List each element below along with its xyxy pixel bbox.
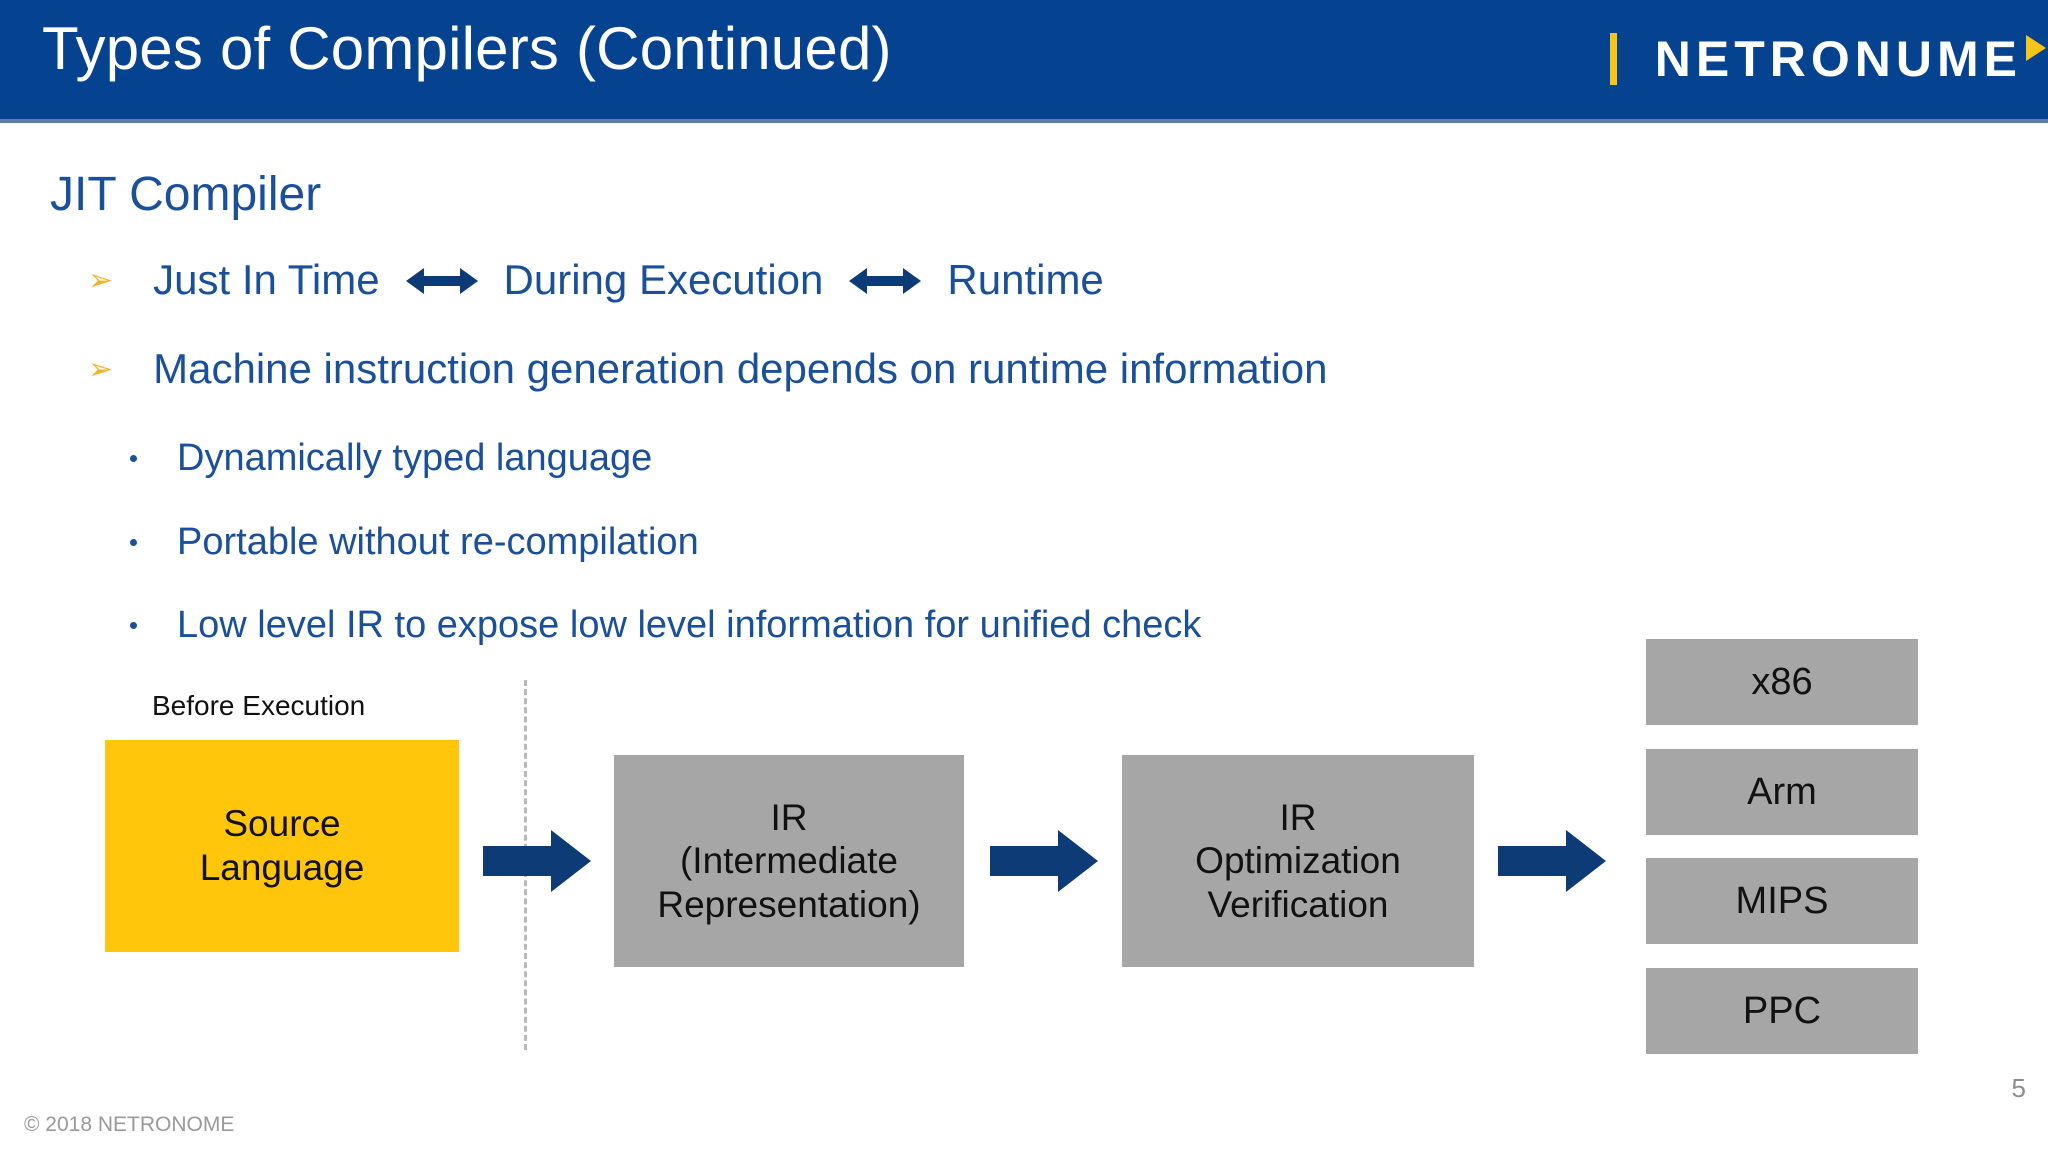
- dot-bullet-icon: [130, 622, 137, 629]
- opt-line-2: Optimization: [1195, 840, 1401, 882]
- target-box-x86: x86: [1646, 639, 1918, 725]
- before-execution-label: Before Execution: [152, 690, 366, 721]
- slide-header: [0, 0, 2048, 119]
- section-heading: JIT Compiler: [50, 168, 322, 221]
- logo-wordmark-tail: ME: [1937, 31, 2022, 87]
- ir-line-2: (Intermediate: [679, 840, 898, 882]
- bullet-item-2: ➢ Machine instruction generation depends…: [88, 345, 1328, 393]
- sub-bullet-item-3: Low level IR to expose low level informa…: [130, 604, 1201, 647]
- copyright-notice: © 2018 NETRONOME: [24, 1113, 235, 1136]
- logo-wordmark-head: NETRON: [1654, 31, 1896, 87]
- logo-o-glyph: U: [1895, 31, 1937, 87]
- flow-arrow-icon-1: [483, 830, 591, 892]
- sub-bullet-item-2: Portable without re-compilation: [130, 521, 699, 564]
- logo-wordmark: NETRONUME: [1654, 31, 2046, 87]
- bullet-2-label: Machine instruction generation depends o…: [153, 345, 1328, 392]
- ir-line-3: Representation): [657, 883, 921, 925]
- target-box-ppc: PPC: [1646, 968, 1918, 1054]
- diagram-box-ir: IR (Intermediate Representation): [614, 755, 964, 967]
- ir-line-1: IR: [770, 796, 808, 838]
- double-arrow-icon-2: [849, 268, 922, 294]
- opt-line-3: Verification: [1207, 883, 1389, 925]
- source-line-2: Language: [199, 847, 365, 888]
- sub-bullet-item-1: Dynamically typed language: [130, 437, 652, 480]
- sub-bullet-2-label: Portable without re-compilation: [177, 521, 699, 563]
- bullet-item-1: ➢ Just In Time During Execution Runtime: [88, 256, 1104, 304]
- netronome-logo: NETRONUME: [1609, 28, 2046, 90]
- arrowhead-bullet-icon: ➢: [88, 264, 114, 297]
- arrowhead-bullet-icon: ➢: [88, 353, 114, 386]
- diagram-box-source-language: Source Language: [105, 740, 459, 952]
- bullet-1-segment-2: During Execution: [503, 256, 824, 303]
- page-title: Types of Compilers (Continued): [42, 15, 892, 82]
- target-box-mips: MIPS: [1646, 858, 1918, 944]
- diagram-box-ir-optimization: IR Optimization Verification: [1122, 755, 1474, 967]
- opt-line-1: IR: [1279, 796, 1317, 838]
- flow-arrow-icon-3: [1498, 830, 1606, 892]
- target-box-arm: Arm: [1646, 749, 1918, 835]
- page-number: 5: [2011, 1073, 2026, 1103]
- bullet-1-segment-1: Just In Time: [153, 256, 380, 303]
- logo-play-triangle-icon: [2025, 35, 2046, 61]
- logo-accent-bar-icon: [1609, 33, 1617, 85]
- bullet-1-segment-3: Runtime: [947, 256, 1104, 303]
- sub-bullet-3-label: Low level IR to expose low level informa…: [177, 604, 1202, 646]
- sub-bullet-1-label: Dynamically typed language: [177, 437, 653, 479]
- source-line-1: Source: [223, 803, 341, 845]
- header-underline: [0, 119, 2048, 123]
- dot-bullet-icon: [130, 539, 137, 546]
- dot-bullet-icon: [130, 455, 137, 462]
- flow-arrow-icon-2: [990, 830, 1098, 892]
- double-arrow-icon-1: [405, 268, 478, 294]
